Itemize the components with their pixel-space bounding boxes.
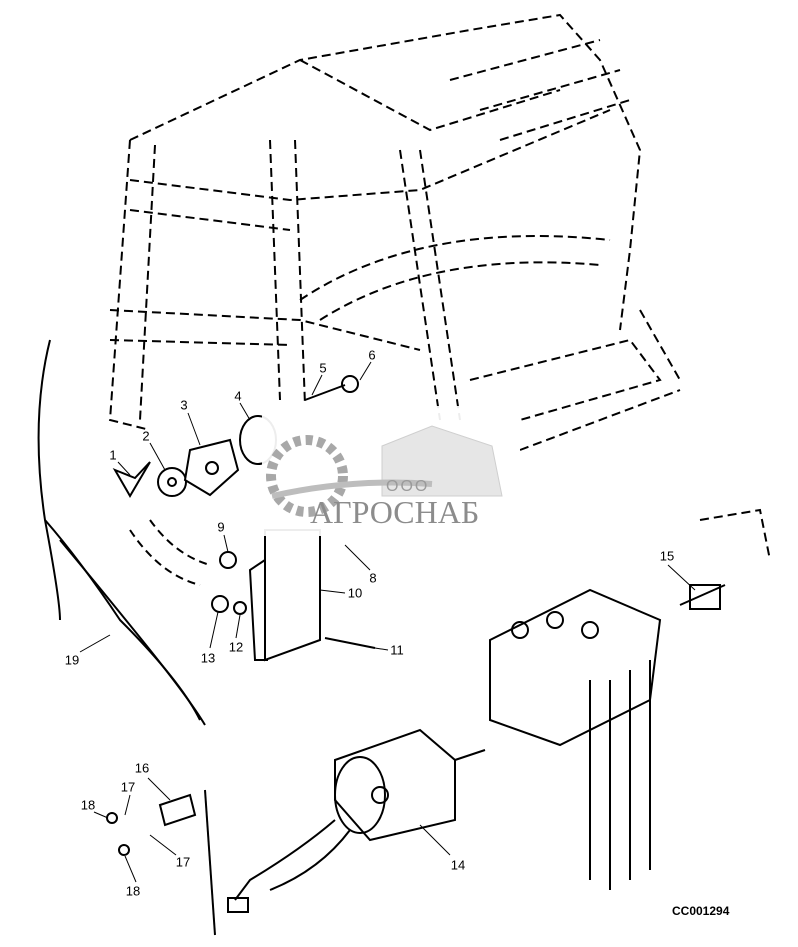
callout-14: 14 — [450, 857, 466, 873]
callout-18: 18 — [80, 797, 96, 813]
callout-17: 17 — [120, 779, 136, 795]
callout-15: 15 — [659, 548, 675, 564]
watermark-prefix: ООО — [386, 478, 430, 495]
callout-5: 5 — [319, 360, 327, 376]
callout-18: 18 — [125, 883, 141, 899]
callout-12: 12 — [228, 639, 244, 655]
callout-3: 3 — [180, 397, 188, 413]
callout-4: 4 — [234, 388, 242, 404]
callout-13: 13 — [200, 650, 216, 666]
callout-11: 11 — [390, 642, 404, 658]
callout-19: 19 — [64, 652, 80, 668]
callout-16: 16 — [134, 760, 150, 776]
callout-17: 17 — [175, 854, 191, 870]
callout-9: 9 — [217, 519, 225, 535]
callout-1: 1 — [109, 447, 117, 463]
agrosnab-watermark: ООО АГРОСНАБ — [262, 406, 520, 536]
callout-10: 10 — [347, 585, 363, 601]
callout-8: 8 — [369, 570, 377, 586]
watermark-name: АГРОСНАБ — [310, 494, 480, 530]
diagram-code: CC001294 — [672, 904, 730, 918]
callout-6: 6 — [368, 347, 376, 363]
parts — [37, 339, 726, 936]
leader-lines — [79, 361, 696, 883]
baler-frame-outline — [108, 13, 771, 561]
combine-harvester-logo — [266, 425, 503, 517]
callout-2: 2 — [142, 428, 150, 444]
